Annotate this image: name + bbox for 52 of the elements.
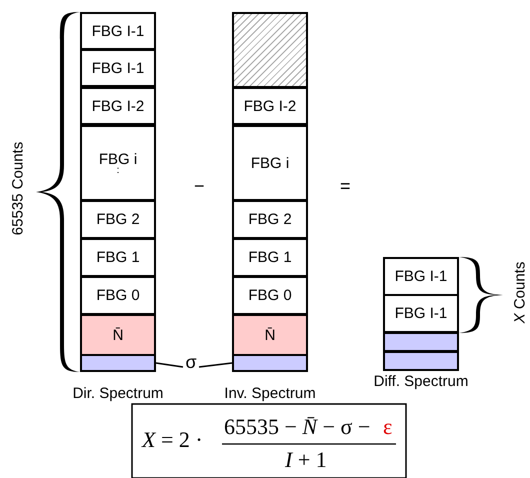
column-caption: Inv. Spectrum	[223, 385, 317, 402]
spectrum-bin	[232, 238, 308, 277]
spectrum-bin	[80, 87, 156, 125]
bin-label: FBG i	[98, 152, 138, 166]
spectrum-bin	[232, 125, 308, 201]
noise-bin	[383, 332, 459, 352]
spectrum-bin	[80, 12, 156, 50]
bin-label: FBG 0	[248, 288, 292, 303]
noise-bin	[232, 354, 308, 372]
bin-label: FBG I-2	[244, 98, 296, 114]
bin-label: N̄	[112, 328, 124, 342]
noise-bin	[80, 354, 156, 372]
bin-label: FBG I-1	[92, 24, 144, 38]
bin-label: FBG 2	[96, 212, 140, 227]
spectrum-bin	[80, 49, 156, 87]
column-caption: Dir. Spectrum	[72, 385, 164, 402]
spectrum-bin	[80, 200, 156, 239]
equals-sign: =	[340, 176, 351, 197]
spectrum-bin	[232, 200, 308, 239]
spectrum-bin	[232, 87, 308, 125]
bin-label: FBG I-1	[394, 306, 448, 321]
leader-line	[156, 362, 184, 368]
spectrum-bin	[232, 314, 308, 356]
spectrum-bin	[80, 125, 156, 201]
leader-line	[198, 362, 232, 368]
bin-label: N̄	[264, 328, 276, 342]
noise-bin	[383, 351, 459, 371]
bin-label: FBG i	[250, 156, 290, 170]
formula-text: 65535 − N̄ − σ −	[224, 414, 370, 440]
spectrum-bin	[80, 238, 156, 277]
bin-label: FBG 0	[96, 288, 140, 303]
bin-label: FBG I-1	[394, 269, 448, 284]
bin-label: FBG 1	[96, 250, 140, 265]
spectrum-bin	[383, 257, 459, 296]
ellipsis-dots: :	[116, 166, 120, 174]
formula-text: I + 1	[285, 447, 327, 473]
spectrum-bin	[80, 276, 156, 315]
bin-label: FBG I-2	[92, 98, 144, 114]
hatched-bin	[232, 12, 308, 88]
formula-text: ε	[383, 414, 392, 440]
spectrum-bin	[232, 276, 308, 315]
spectrum-bin	[383, 294, 459, 333]
axis-label: X Counts	[512, 260, 528, 326]
axis-label: 65535 Counts	[10, 140, 26, 238]
column-caption: Diff. Spectrum	[372, 373, 470, 390]
bin-label: FBG 2	[248, 212, 292, 227]
spectrum-bin	[80, 314, 156, 356]
sigma-label: σ	[183, 352, 199, 374]
formula-text: X = 2 ·	[142, 427, 203, 453]
bin-label: FBG 1	[248, 250, 292, 265]
bin-label: FBG I-1	[92, 60, 144, 76]
minus-sign: −	[194, 176, 205, 197]
